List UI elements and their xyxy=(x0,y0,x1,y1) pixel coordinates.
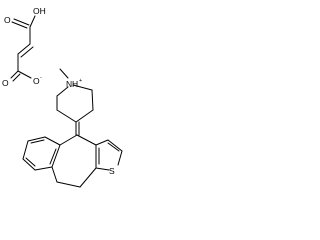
bond-c4-o-double-b xyxy=(12,73,21,82)
bond-seven-top-right xyxy=(76,134,97,146)
carboxylate-charge: - xyxy=(40,75,42,81)
bond-seven-right-lower xyxy=(79,167,97,188)
bond-c1-o-double-a xyxy=(13,18,30,26)
amine-nitrogen-label: N xyxy=(66,79,72,89)
sulfur-label: S xyxy=(109,166,115,176)
bond-thiophene-4 xyxy=(107,139,123,152)
bond-thiophene-inner-2 xyxy=(107,142,120,152)
bond-c4-o-double-a xyxy=(10,70,19,79)
carbonyl-oxygen-label-2: O xyxy=(2,78,9,88)
bond-n-methyl xyxy=(59,68,69,79)
bond-c4-o-single xyxy=(17,70,32,79)
piperidine-fragment: N H + xyxy=(56,68,94,136)
bond-c2-c3-a xyxy=(17,43,31,55)
bond-benzene-2 xyxy=(34,166,53,171)
bond-ring-right-lower xyxy=(75,109,94,123)
hydroxyl-label: OH xyxy=(33,6,46,16)
bond-ring-left-lower xyxy=(56,109,77,123)
bond-thiophene-2 xyxy=(95,167,110,171)
bond-benzene-inner-2 xyxy=(25,157,36,167)
chemical-structure-diagram: OH O O O - N H + xyxy=(2,6,123,188)
bond-thiophene-5 xyxy=(95,139,109,146)
bond-thiophene-3 xyxy=(117,150,123,166)
bond-n-c-right xyxy=(72,84,93,91)
bond-seven-top-left xyxy=(59,134,78,146)
bond-seven-left-lower xyxy=(51,166,58,183)
bond-ring-right-vertical xyxy=(91,89,94,111)
bond-benzene-3 xyxy=(22,158,36,171)
bond-benzene-1 xyxy=(51,144,61,168)
bond-benzene-inner-3 xyxy=(30,139,45,144)
bond-benzene-6 xyxy=(44,136,61,146)
bond-seven-bottom xyxy=(56,181,81,188)
maleate-fragment: OH O O O - xyxy=(2,6,46,88)
amine-hydrogen-label: H xyxy=(72,79,78,89)
bond-benzene-inner-1 xyxy=(49,148,57,165)
tricyclic-core: S xyxy=(22,134,123,188)
bond-c1-o-single xyxy=(29,15,36,28)
bond-c2-c3-b xyxy=(20,46,34,58)
amine-charge: + xyxy=(79,78,82,84)
bond-benzene-4 xyxy=(22,140,29,160)
bond-benzene-5 xyxy=(27,136,46,142)
carbonyl-oxygen-label-1: O xyxy=(4,15,11,25)
bond-n-c-left xyxy=(56,86,69,97)
bond-c1-o-double-b xyxy=(11,21,28,29)
carboxylate-oxygen-label: O xyxy=(33,76,40,86)
